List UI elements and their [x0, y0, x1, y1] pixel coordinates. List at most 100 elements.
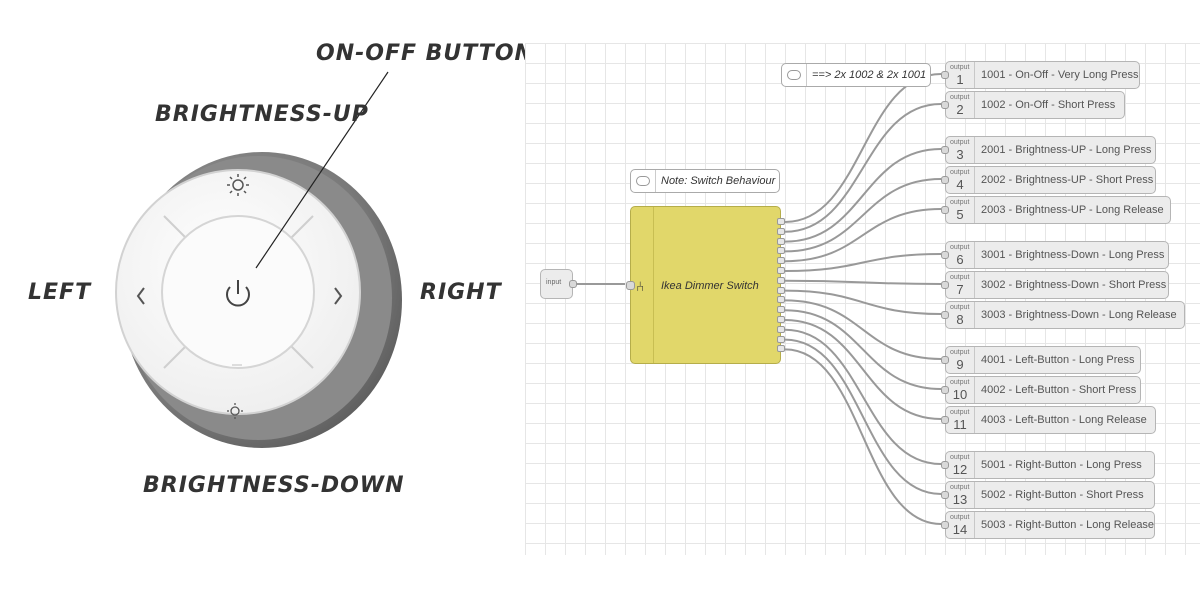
output-node-port[interactable] — [941, 281, 949, 289]
output-node-port[interactable] — [941, 416, 949, 424]
switch-output-port-10[interactable] — [777, 306, 785, 314]
output-label: 4002 - Left-Button - Short Press — [981, 384, 1137, 396]
output-word: output — [950, 94, 970, 101]
output-number: 6 — [956, 252, 964, 267]
switch-output-port-14[interactable] — [777, 345, 785, 353]
switch-output-port-3[interactable] — [777, 237, 785, 245]
switch-output-port-12[interactable] — [777, 325, 785, 333]
output-label: 5002 - Right-Button - Short Press — [981, 489, 1144, 501]
ikea-dimmer-switch-node[interactable]: ⑃ Ikea Dimmer Switch — [626, 206, 781, 364]
output-label: 3003 - Brightness-Down - Long Release — [981, 309, 1177, 321]
output-label: 3001 - Brightness-Down - Long Press — [981, 249, 1165, 261]
input-node-port[interactable] — [569, 280, 577, 288]
wire-switch-to-output-11 — [784, 319, 942, 420]
wire-switch-to-output-9 — [784, 299, 942, 360]
output-word: output — [950, 349, 970, 356]
output-node-port[interactable] — [941, 386, 949, 394]
switch-output-port-8[interactable] — [777, 286, 785, 294]
output-node-port[interactable] — [941, 206, 949, 214]
wire-switch-to-output-4 — [784, 178, 942, 253]
output-label: 4003 - Left-Button - Long Release — [981, 414, 1147, 426]
output-node-port[interactable] — [941, 461, 949, 469]
output-label: 1001 - On-Off - Very Long Press — [981, 69, 1139, 81]
switch-node-label: Ikea Dimmer Switch — [661, 280, 759, 292]
wire-switch-to-output-10 — [784, 309, 942, 390]
output-node-port[interactable] — [941, 491, 949, 499]
wire-switch-to-output-2 — [784, 103, 942, 233]
note-behaviour-comment[interactable]: Note: Switch Behaviour — [630, 169, 780, 193]
label-left: LEFT — [28, 280, 92, 305]
output-node-port[interactable] — [941, 101, 949, 109]
output-word: output — [950, 139, 970, 146]
note-outputs-text: ==> 2x 1002 & 2x 1001 — [812, 69, 927, 81]
output-word: output — [950, 64, 970, 71]
output-word: output — [950, 199, 970, 206]
output-label: 2001 - Brightness-UP - Long Press — [981, 144, 1152, 156]
switch-output-port-1[interactable] — [777, 218, 785, 225]
wire-switch-to-output-6 — [784, 253, 942, 272]
switch-output-port-7[interactable] — [777, 276, 785, 284]
switch-output-port-2[interactable] — [777, 227, 785, 235]
switch-node-input-port[interactable] — [626, 281, 635, 290]
output-label: 3002 - Brightness-Down - Short Press — [981, 279, 1167, 291]
output-number: 3 — [956, 147, 964, 162]
on-off-pointer-line — [255, 71, 389, 269]
output-node-port[interactable] — [941, 251, 949, 259]
output-node-port[interactable] — [941, 71, 949, 79]
switch-output-port-6[interactable] — [777, 267, 785, 274]
power-icon — [226, 280, 250, 307]
switch-output-port-13[interactable] — [777, 335, 785, 343]
output-label: 5001 - Right-Button - Long Press — [981, 459, 1142, 471]
output-number: 8 — [956, 312, 964, 327]
label-on-off-button: ON-OFF BUTTON — [316, 41, 534, 66]
output-number: 14 — [952, 522, 968, 537]
switch-output-port-4[interactable] — [777, 247, 785, 255]
output-number: 12 — [952, 462, 968, 477]
output-node-port[interactable] — [941, 521, 949, 529]
output-node-port[interactable] — [941, 146, 949, 154]
wire-switch-to-output-8 — [784, 289, 942, 315]
output-word: output — [950, 304, 970, 311]
switch-output-port-11[interactable] — [777, 316, 785, 323]
wire-switch-to-output-13 — [784, 338, 942, 495]
label-right: RIGHT — [420, 280, 502, 305]
output-number: 4 — [956, 177, 964, 192]
chevron-left-icon — [136, 287, 145, 305]
input-node[interactable]: input — [540, 269, 577, 299]
comment-icon — [631, 170, 656, 192]
output-number: 5 — [956, 207, 964, 222]
note-outputs-comment[interactable]: ==> 2x 1002 & 2x 1001 — [781, 63, 931, 87]
output-node-port[interactable] — [941, 311, 949, 319]
switch-output-port-5[interactable] — [777, 257, 785, 265]
input-node-label: input — [546, 279, 562, 286]
wire-switch-to-output-14 — [784, 348, 942, 525]
output-label: 1002 - On-Off - Short Press — [981, 99, 1116, 111]
output-node-port[interactable] — [941, 176, 949, 184]
note-behaviour-text: Note: Switch Behaviour — [661, 175, 776, 187]
switch-output-port-9[interactable] — [777, 296, 785, 304]
output-number: 11 — [953, 417, 967, 432]
output-node-port[interactable] — [941, 356, 949, 364]
brightness-up-icon — [227, 174, 249, 196]
flow-canvas[interactable]: input Note: Switch Behaviour ==> 2x 1002… — [525, 43, 1200, 555]
